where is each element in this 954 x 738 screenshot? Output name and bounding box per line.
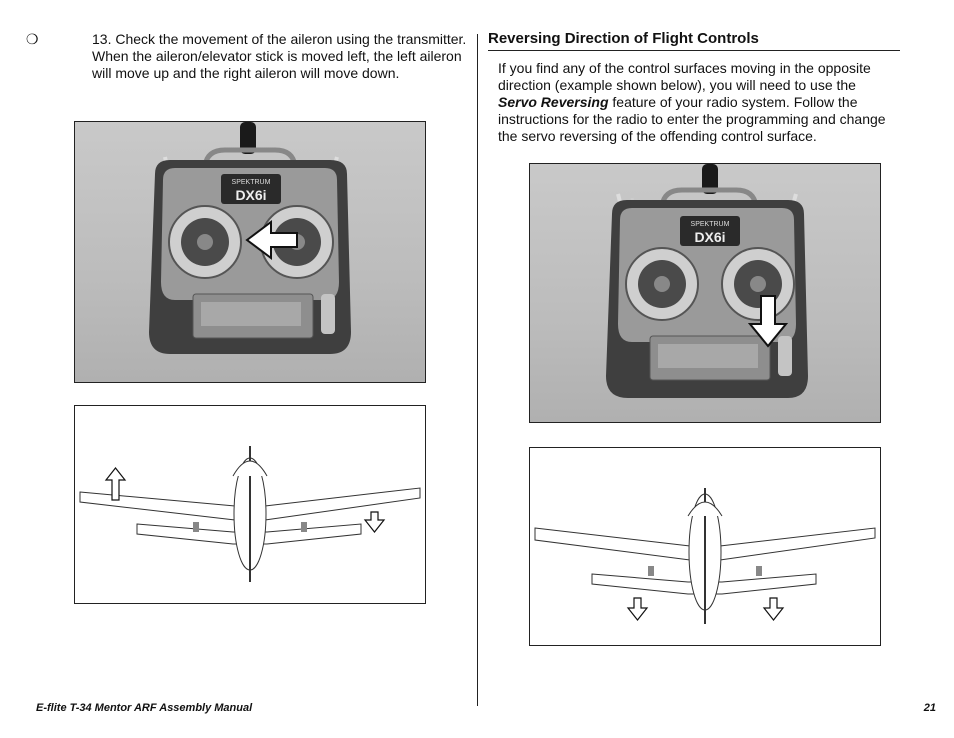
- transmitter-photo-right: SPEKTRUM DX6i: [529, 163, 881, 423]
- brand-label: SPEKTRUM: [691, 221, 730, 228]
- down-arrow-icon: [762, 597, 785, 621]
- paragraph-text-2: feature of your radio system. Follow the…: [498, 94, 886, 144]
- transmitter-photo-left: SPEKTRUM DX6i: [74, 121, 426, 383]
- aileron-diagram-left: [74, 405, 426, 604]
- left-arrow-icon: [245, 220, 298, 260]
- page-number: 21: [923, 702, 936, 714]
- up-arrow-icon: [104, 467, 127, 501]
- step-text: 13. Check the movement of the aileron us…: [92, 31, 467, 81]
- down-arrow-icon: [626, 597, 649, 621]
- section-heading: Reversing Direction of Flight Controls: [488, 30, 900, 51]
- manual-title: E-flite T-34 Mentor ARF Assembly Manual: [36, 702, 253, 714]
- brand-label: SPEKTRUM: [232, 179, 271, 186]
- model-label: DX6i: [235, 187, 266, 203]
- paragraph-text-1: If you find any of the control surfaces …: [498, 60, 871, 93]
- down-arrow-icon: [363, 511, 386, 533]
- column-divider: [477, 34, 478, 706]
- section-paragraph: If you find any of the control surfaces …: [498, 60, 898, 145]
- paragraph-emphasis: Servo Reversing: [498, 94, 609, 110]
- aileron-diagram-right: [529, 447, 881, 646]
- down-arrow-icon: [747, 295, 789, 348]
- model-label: DX6i: [694, 229, 725, 245]
- checkbox-bullet-icon: ❍: [26, 31, 39, 47]
